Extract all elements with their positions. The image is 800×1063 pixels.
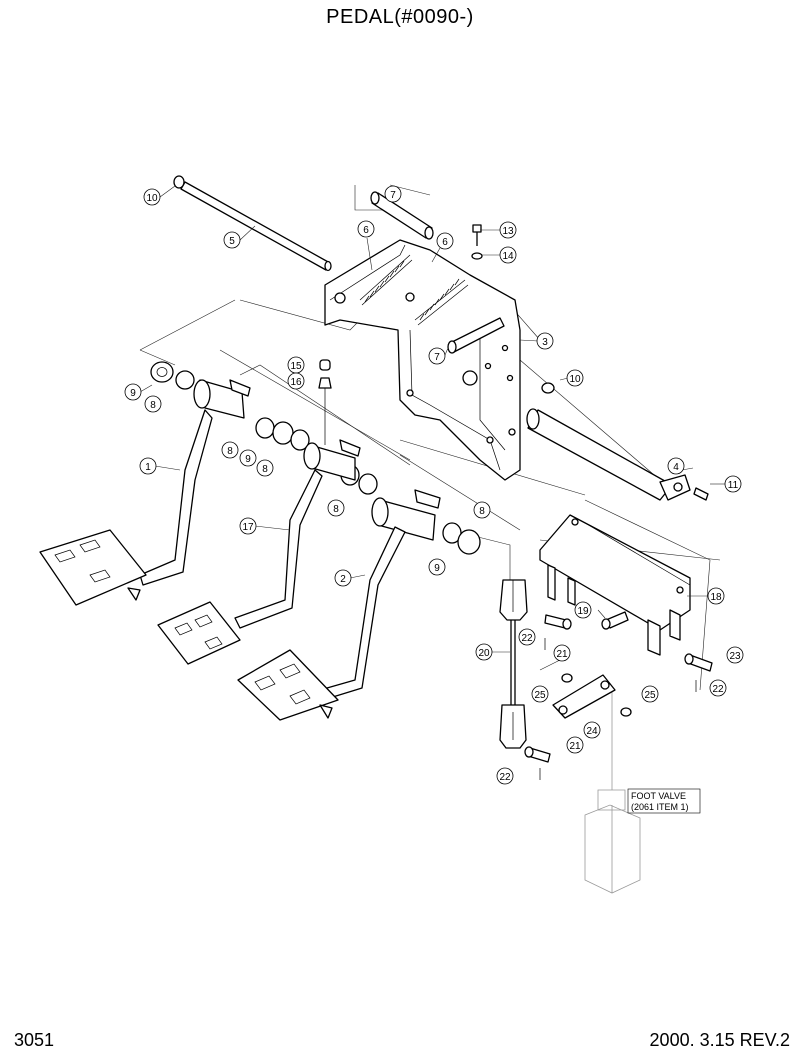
svg-text:25: 25 <box>644 690 656 701</box>
svg-text:19: 19 <box>577 606 589 617</box>
svg-text:16: 16 <box>290 377 302 388</box>
pedal-17 <box>157 439 361 665</box>
shaft-4 <box>526 382 709 501</box>
bolt-13 <box>471 224 483 260</box>
callout-8: 8 <box>144 395 162 413</box>
callout-1: 1 <box>139 457 157 475</box>
callout-22: 22 <box>518 628 536 646</box>
svg-text:25: 25 <box>534 690 546 701</box>
callout-5: 5 <box>223 231 241 249</box>
callout-8d: 8 <box>327 499 345 517</box>
part-callouts: 10 5 7 6 13 14 6 3 7 15 16 10 9 8 8 9 8 … <box>124 185 744 785</box>
bolt-19 <box>601 611 629 630</box>
foot-valve-note: FOOT VALVE (2061 ITEM 1) <box>627 788 701 814</box>
callout-11: 11 <box>724 475 742 493</box>
callout-9: 9 <box>124 383 142 401</box>
callout-7: 7 <box>384 185 402 203</box>
svg-text:20: 20 <box>478 648 490 659</box>
svg-text:17: 17 <box>242 522 254 533</box>
callout-9b: 9 <box>239 449 257 467</box>
bracket-3 <box>324 239 521 481</box>
callout-24: 24 <box>583 721 601 739</box>
pins-21-23 <box>524 614 713 780</box>
svg-text:6: 6 <box>442 237 448 248</box>
grease-fitting-15-16 <box>318 359 332 445</box>
callout-14: 14 <box>499 246 517 264</box>
svg-text:22: 22 <box>499 772 511 783</box>
svg-text:5: 5 <box>229 236 235 247</box>
svg-text:3: 3 <box>542 337 548 348</box>
svg-text:10: 10 <box>569 374 581 385</box>
svg-text:1: 1 <box>145 462 151 473</box>
svg-text:22: 22 <box>521 633 533 644</box>
rod-20 <box>499 579 528 749</box>
svg-text:14: 14 <box>502 251 514 262</box>
svg-text:6: 6 <box>363 225 369 236</box>
link-24 <box>552 673 632 719</box>
callout-6: 6 <box>357 220 375 238</box>
svg-text:24: 24 <box>586 726 598 737</box>
svg-text:2: 2 <box>340 574 346 585</box>
callout-21: 21 <box>553 644 571 662</box>
callout-22c: 22 <box>496 767 514 785</box>
callout-19: 19 <box>574 601 592 619</box>
svg-text:21: 21 <box>569 741 581 752</box>
date-revision: 2000. 3.15 REV.2 <box>649 1030 790 1050</box>
svg-text:7: 7 <box>390 190 396 201</box>
callout-8b: 8 <box>221 441 239 459</box>
callout-21b: 21 <box>566 736 584 754</box>
svg-text:8: 8 <box>479 506 485 517</box>
foot-valve-label: FOOT VALVE <box>631 791 686 801</box>
bracket-18 <box>539 514 691 656</box>
bushings-washers-center <box>255 417 481 555</box>
callout-3: 3 <box>536 332 554 350</box>
svg-text:8: 8 <box>227 446 233 457</box>
callout-16: 16 <box>287 372 305 390</box>
svg-text:7: 7 <box>434 352 440 363</box>
callout-4: 4 <box>667 457 685 475</box>
page-number: 3051 <box>14 1030 55 1050</box>
svg-text:10: 10 <box>146 193 158 204</box>
svg-text:8: 8 <box>333 504 339 515</box>
svg-text:22: 22 <box>712 684 724 695</box>
callout-22b: 22 <box>709 679 727 697</box>
callout-9c: 9 <box>428 558 446 576</box>
rod-5 <box>173 175 332 272</box>
callout-23: 23 <box>726 646 744 664</box>
svg-text:13: 13 <box>502 226 514 237</box>
svg-text:9: 9 <box>245 454 251 465</box>
callout-25b: 25 <box>641 685 659 703</box>
svg-text:11: 11 <box>728 480 739 491</box>
svg-text:15: 15 <box>290 361 302 372</box>
svg-text:21: 21 <box>556 649 568 660</box>
callout-6b: 6 <box>436 232 454 250</box>
callout-13: 13 <box>499 221 517 239</box>
svg-text:18: 18 <box>710 592 722 603</box>
callout-8c: 8 <box>256 459 274 477</box>
callout-15: 15 <box>287 356 305 374</box>
svg-text:9: 9 <box>434 563 440 574</box>
callout-18: 18 <box>707 587 725 605</box>
callout-20: 20 <box>475 643 493 661</box>
pedal-1 <box>39 361 251 606</box>
foot-valve-reference: (2061 ITEM 1) <box>631 802 689 812</box>
callout-10: 10 <box>143 188 161 206</box>
pin-7-upper <box>370 191 434 240</box>
page-title: PEDAL(#0090-) <box>326 6 474 28</box>
svg-text:8: 8 <box>150 400 156 411</box>
callout-2: 2 <box>334 569 352 587</box>
callout-8e: 8 <box>473 501 491 519</box>
callout-17: 17 <box>239 517 257 535</box>
pedal-2 <box>237 489 441 721</box>
foot-valve-ghost <box>584 789 641 894</box>
svg-text:8: 8 <box>262 464 268 475</box>
callout-25: 25 <box>531 685 549 703</box>
svg-text:9: 9 <box>130 388 136 399</box>
svg-text:23: 23 <box>729 651 741 662</box>
callout-7b: 7 <box>428 347 446 365</box>
svg-text:4: 4 <box>673 462 679 473</box>
callout-10b: 10 <box>566 369 584 387</box>
